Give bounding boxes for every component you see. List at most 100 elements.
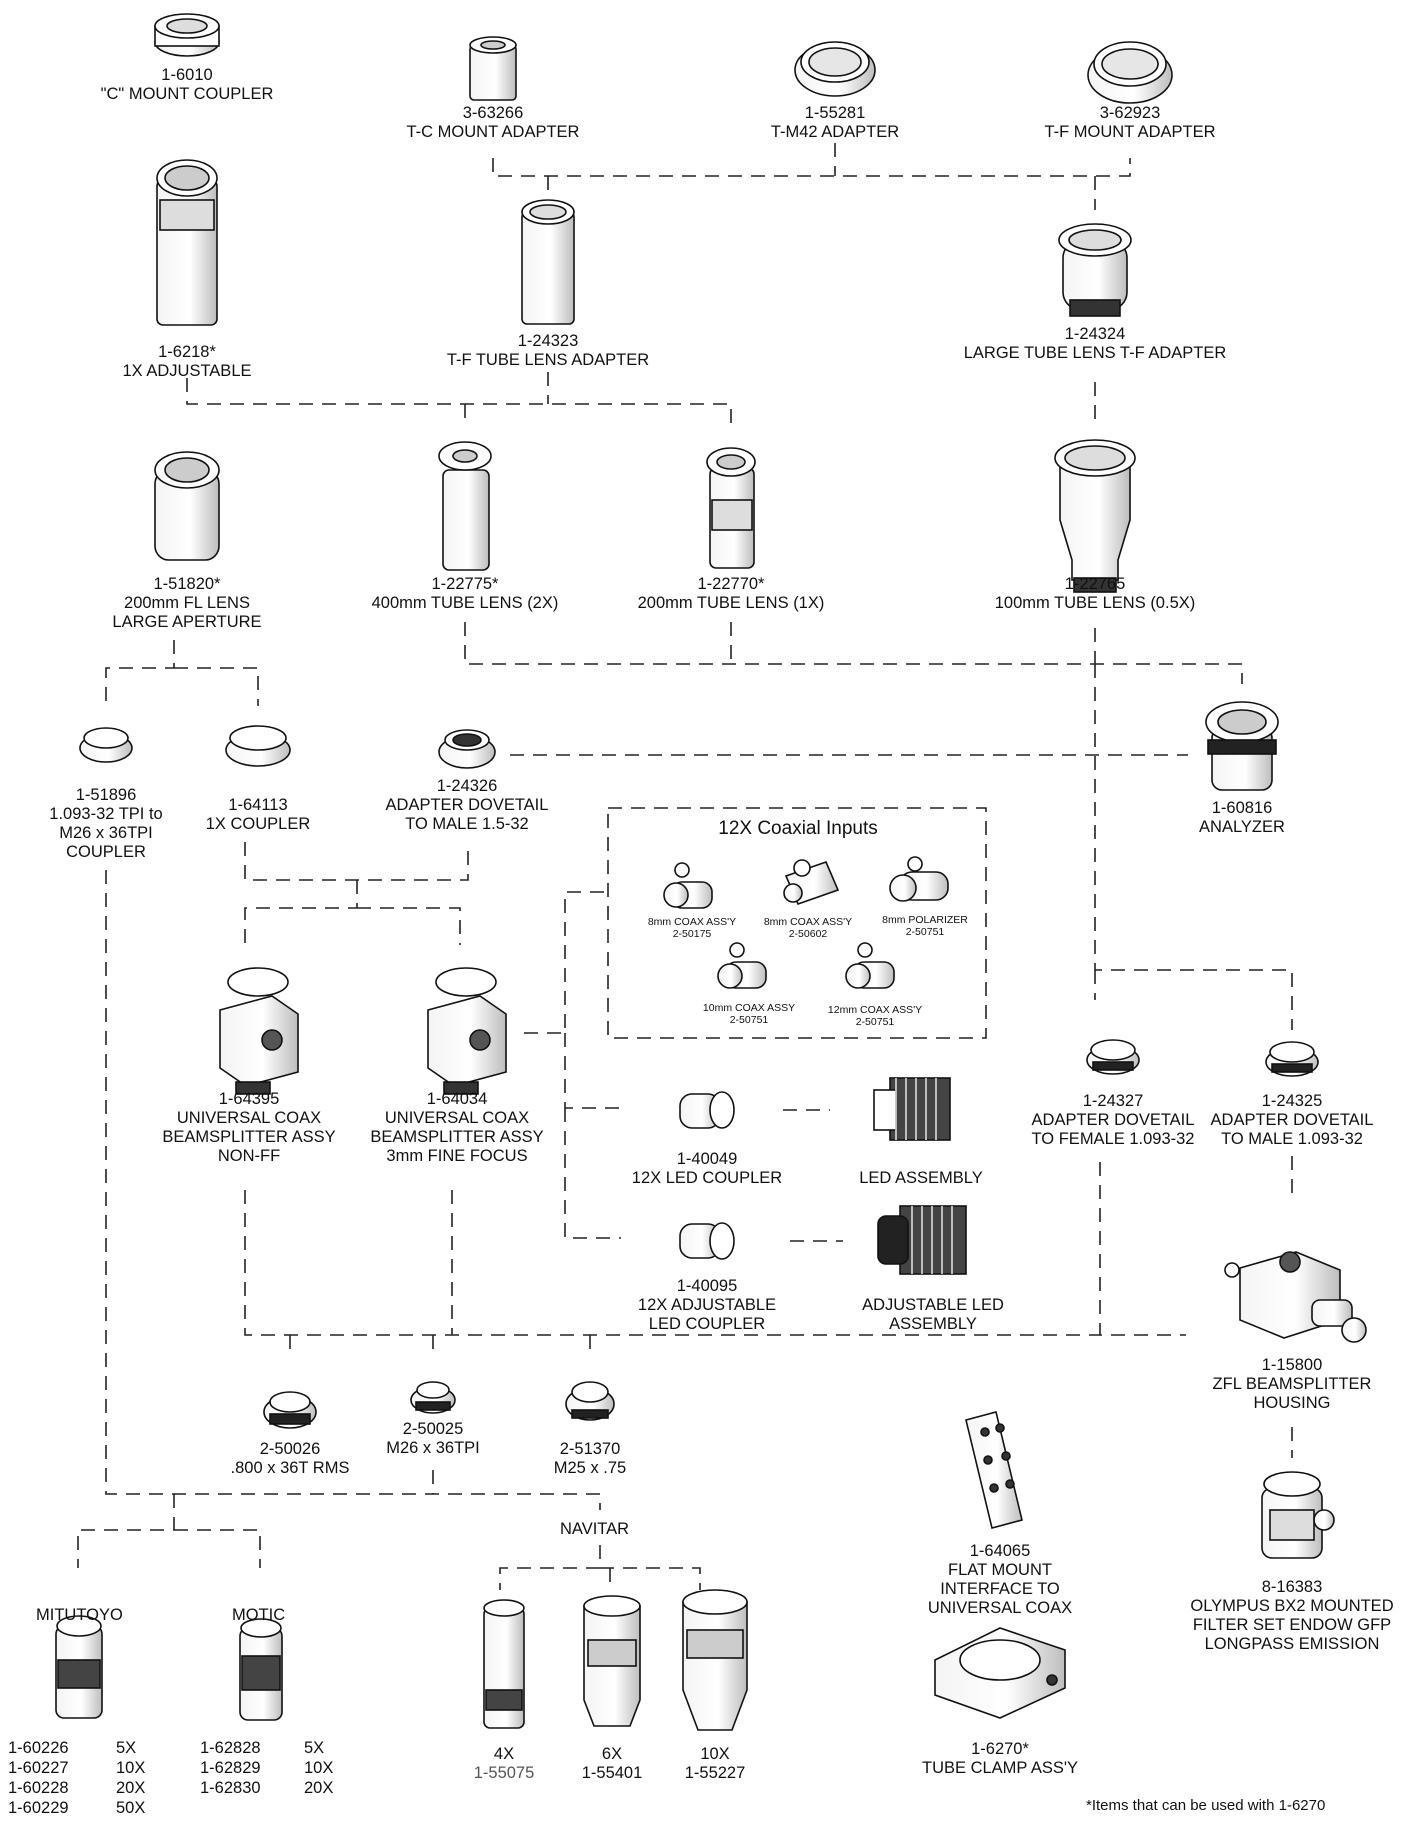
coax-item-name: 8mm POLARIZER (882, 914, 968, 926)
part-adj-led-coupler: 1-40095 12X ADJUSTABLE LED COUPLER (542, 1277, 872, 1334)
part-desc: 200mm TUBE LENS (1X) (637, 594, 825, 612)
coax-inputs-box (607, 807, 987, 1039)
coax-item-name: 8mm COAX ASS'Y (763, 916, 853, 928)
part-number: 1-6010 (161, 66, 213, 84)
part-desc: ASSEMBLY (889, 1315, 977, 1333)
part-tube-lens-100: 1-22765 100mm TUBE LENS (0.5X) (930, 575, 1260, 613)
part-t-m42: 1-55281 T-M42 ADAPTER (670, 104, 1000, 142)
m25-illustration (565, 1381, 615, 1421)
part-desc: ZFL BEAMSPLITTER (1212, 1375, 1372, 1393)
part-desc: TUBE CLAMP ASS'Y (922, 1759, 1078, 1777)
dovetail-female-illustration (1086, 1039, 1140, 1075)
part-c-mount-coupler: 1-6010 "C" MOUNT COUPLER (22, 66, 352, 104)
part-dovetail-male-1093: 1-24325 ADAPTER DOVETAIL TO MALE 1.093-3… (1127, 1092, 1424, 1149)
connector-lines (77, 143, 1293, 1590)
part-desc: 3mm FINE FOCUS (386, 1147, 528, 1165)
table-row: 1-60228 20X (8, 1778, 145, 1798)
table-mag: 20X (304, 1779, 334, 1797)
part-number: 1-24327 (1082, 1092, 1144, 1110)
coax-item-number: 2-50751 (905, 926, 945, 938)
part-desc: LARGE APERTURE (112, 613, 262, 631)
part-desc: BEAMSPLITTER ASSY (370, 1128, 544, 1146)
zfl-housing-illustration (1224, 1251, 1367, 1343)
part-number: 1-64113 (228, 796, 288, 814)
part-desc: ADAPTER DOVETAIL (385, 796, 549, 814)
coax-8mm-50602-illustration (783, 859, 840, 906)
objective-part: 1-55401 (581, 1764, 643, 1782)
part-coupler-1x: 1-64113 1X COUPLER (93, 796, 423, 834)
table-part: 1-60226 (8, 1739, 69, 1757)
part-desc: FLAT MOUNT (948, 1561, 1052, 1579)
part-desc: ADAPTER DOVETAIL (1031, 1111, 1195, 1129)
part-desc: FILTER SET ENDOW GFP (1192, 1616, 1392, 1634)
navitar-10x-illustration (682, 1589, 748, 1731)
flat-mount-illustration (965, 1411, 1023, 1529)
table-mag: 10X (304, 1759, 334, 1777)
part-tf-tube-lens-adapter: 1-24323 T-F TUBE LENS ADAPTER (383, 332, 713, 370)
part-desc: M26 x 36TPI (386, 1439, 480, 1457)
part-desc: 100mm TUBE LENS (0.5X) (994, 594, 1196, 612)
brand-navitar: NAVITAR (560, 1520, 630, 1538)
part-desc: T-F TUBE LENS ADAPTER (446, 351, 650, 369)
part-rms-800: 2-50026 .800 x 36T RMS (125, 1440, 455, 1478)
part-desc: 12X ADJUSTABLE (637, 1296, 777, 1314)
tube-lens-200-illustration (706, 447, 756, 569)
table-mag: 20X (116, 1779, 146, 1797)
part-number: 1-64395 (218, 1090, 280, 1108)
t-c-mount-adapter-illustration (469, 36, 517, 101)
coax-box-title: 12X Coaxial Inputs (718, 818, 878, 839)
part-number: 1-40095 (676, 1277, 738, 1295)
adjustable-1x-illustration (156, 159, 218, 326)
ucb-ff-illustration (427, 967, 507, 1095)
part-number: 1-64065 (969, 1542, 1031, 1560)
part-number: 3-62923 (1099, 104, 1161, 122)
ucb-nonff-illustration (219, 967, 299, 1095)
part-number: 2-50025 (402, 1420, 464, 1438)
part-fl-lens-200: 1-51820* 200mm FL LENS LARGE APERTURE (22, 575, 352, 632)
coax-item: 8mm COAX ASS'Y 2-50602 (733, 916, 883, 940)
polarizer-8mm-illustration (889, 856, 949, 902)
part-desc: ADJUSTABLE LED (862, 1296, 1004, 1314)
part-desc: TO MALE 1.5-32 (405, 815, 529, 833)
coax-item-number: 2-50751 (729, 1014, 769, 1026)
table-part: 1-60228 (8, 1779, 69, 1797)
part-number: 1-64034 (426, 1090, 488, 1108)
part-number: 8-16383 (1261, 1578, 1323, 1596)
objective-part: 1-55227 (684, 1764, 746, 1782)
part-analyzer: 1-60816 ANALYZER (1077, 799, 1407, 837)
coupler-51896-illustration (79, 727, 133, 763)
part-tube-lens-400: 1-22775* 400mm TUBE LENS (2X) (300, 575, 630, 613)
part-desc: 400mm TUBE LENS (2X) (371, 594, 559, 612)
part-desc: BEAMSPLITTER ASSY (162, 1128, 336, 1146)
part-dovetail-male-15: 1-24326 ADAPTER DOVETAIL TO MALE 1.5-32 (302, 777, 632, 834)
coax-item-number: 2-50751 (855, 1016, 895, 1028)
brand-motic: MOTIC (232, 1606, 286, 1624)
part-number: 1-24326 (436, 777, 498, 795)
part-desc: T-F MOUNT ADAPTER (1044, 123, 1216, 141)
coax-8mm-50175-illustration (663, 862, 713, 909)
part-number: 1-6218* (158, 343, 216, 361)
led-assembly-illustration (873, 1077, 951, 1141)
part-large-tube-lens-tf: 1-24324 LARGE TUBE LENS T-F ADAPTER (930, 325, 1260, 363)
coax-item: 8mm POLARIZER 2-50751 (850, 914, 1000, 938)
analyzer-illustration (1205, 701, 1279, 791)
navitar-10x: 10X 1-55227 (550, 1745, 880, 1783)
coax-item: 8mm COAX ASS'Y 2-50175 (617, 916, 767, 940)
part-flat-mount: 1-64065 FLAT MOUNT INTERFACE TO UNIVERSA… (835, 1542, 1165, 1618)
motic-objective-illustration (239, 1618, 283, 1721)
part-t-f-mount: 3-62923 T-F MOUNT ADAPTER (965, 104, 1295, 142)
navitar-4x: 4X 1-55075 (339, 1745, 669, 1783)
part-number: 1-60816 (1211, 799, 1273, 817)
part-coupler-51896: 1-51896 1.093-32 TPI to M26 x 36TPI COUP… (0, 786, 271, 862)
part-olympus-filter: 8-16383 OLYMPUS BX2 MOUNTED FILTER SET E… (1127, 1578, 1424, 1654)
part-desc: "C" MOUNT COUPLER (100, 85, 274, 103)
part-number: 3-63266 (462, 104, 524, 122)
t-f-mount-adapter-illustration (1087, 41, 1173, 104)
part-number: 1-22765 (1064, 575, 1126, 593)
objective-part: 1-55075 (473, 1764, 535, 1782)
